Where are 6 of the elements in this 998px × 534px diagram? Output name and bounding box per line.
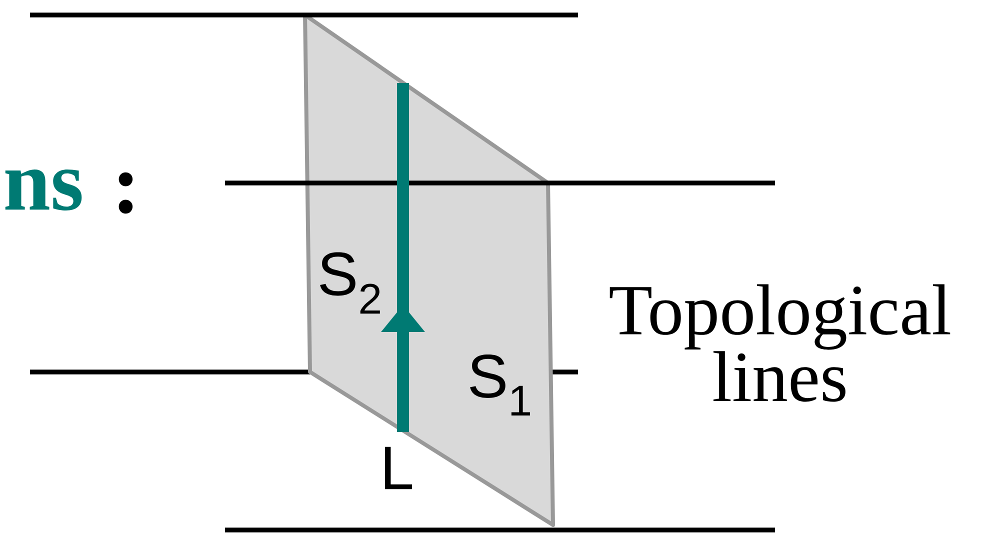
caption-text: Topological lines (610, 284, 950, 402)
surface-label: S$_{1}$ (470, 354, 530, 416)
heading-fragment: ns (5, 169, 82, 211)
colon: : (118, 172, 133, 214)
surface-label: S$_{2}$ (320, 252, 380, 314)
line-label: L (385, 446, 412, 490)
